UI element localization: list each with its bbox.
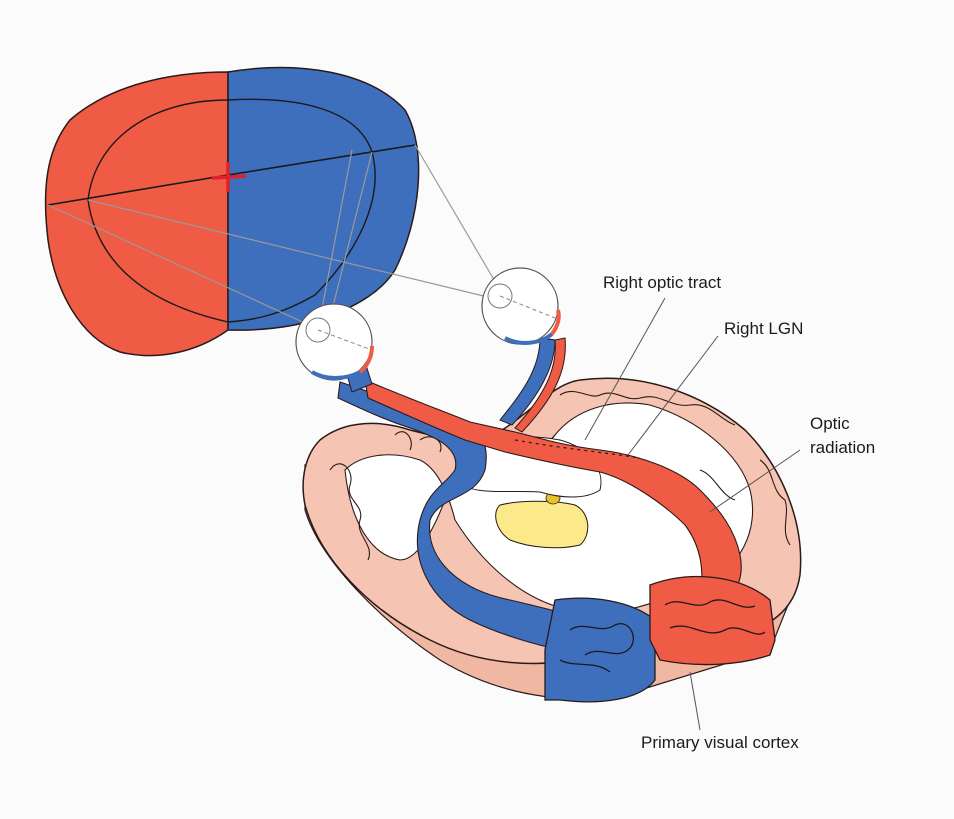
leader-primary-visual-cortex xyxy=(690,672,700,730)
label-primary-visual-cortex: Primary visual cortex xyxy=(641,732,799,754)
label-right-optic-tract: Right optic tract xyxy=(603,272,721,294)
left-visual-field xyxy=(46,72,228,356)
left-eyeball xyxy=(296,304,372,380)
label-optic-radiation-line1: Optic xyxy=(810,413,850,435)
visual-field xyxy=(46,68,419,356)
label-optic-radiation-line2: radiation xyxy=(810,437,875,459)
right-visual-field xyxy=(228,68,419,331)
label-right-lgn: Right LGN xyxy=(724,318,803,340)
left-eye xyxy=(296,304,372,380)
left-primary-visual-cortex xyxy=(545,598,655,702)
right-eye xyxy=(482,268,559,344)
